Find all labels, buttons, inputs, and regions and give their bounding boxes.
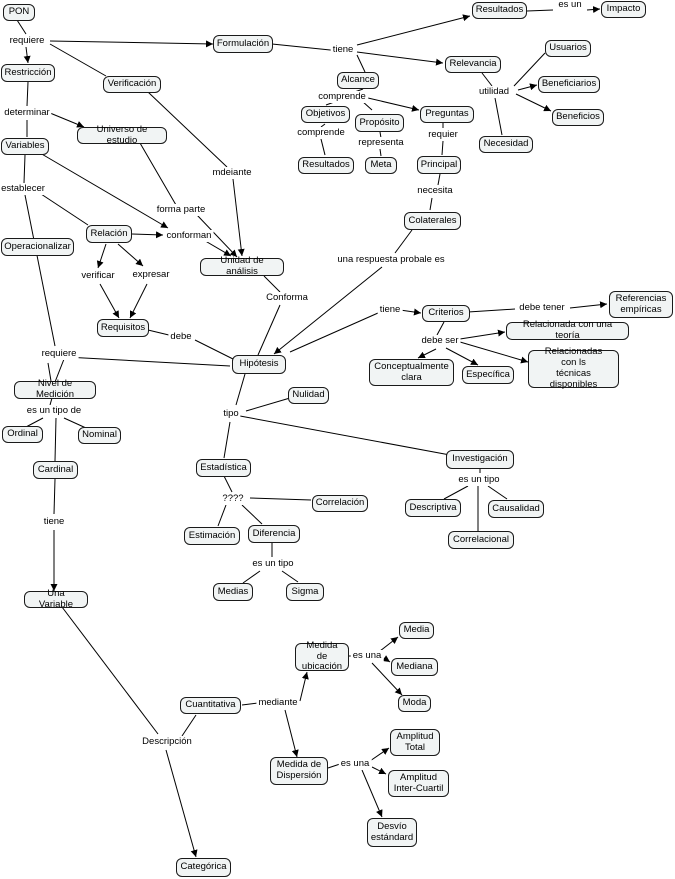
concept-relacion[interactable]: Relación: [86, 225, 132, 243]
link-es-un-tipo-1: es un tipo: [456, 474, 502, 486]
link-debe-tener: debe tener: [517, 302, 567, 314]
concept-resultados[interactable]: Resultados: [298, 157, 354, 174]
concept-necesidad[interactable]: Necesidad: [479, 136, 533, 153]
concept-descriptiva[interactable]: Descriptiva: [405, 499, 461, 517]
concept-conceptualmente[interactable]: Conceptualmente clara: [369, 359, 454, 386]
link-forma-parte: forma parte: [154, 204, 208, 216]
link-requiere-1: requiere: [7, 35, 47, 47]
link-expresar: expresar: [130, 269, 172, 281]
concept-principal[interactable]: Principal: [417, 156, 461, 174]
concept-usuarios[interactable]: Usuarios: [545, 40, 591, 57]
link-es-un-tipo-de: es un tipo de: [24, 405, 84, 417]
link-debe: debe: [168, 331, 194, 343]
concept-relevancia[interactable]: Relevancia: [445, 56, 501, 73]
link-representa: representa: [356, 137, 406, 149]
concept-formulacion[interactable]: Formulación: [213, 35, 273, 53]
link-tiene-3: tiene: [41, 516, 67, 528]
concept-estadistica[interactable]: Estadística: [196, 459, 251, 477]
concept-amplitud-ic[interactable]: Amplitud Inter-Cuartil: [388, 770, 449, 797]
concept-estimacion[interactable]: Estimación: [184, 527, 240, 545]
concept-categorica[interactable]: Categórica: [176, 858, 231, 877]
concept-sigma[interactable]: Sigma: [286, 583, 324, 601]
concept-verificacion[interactable]: Verificación: [103, 76, 161, 93]
concept-hipotesis[interactable]: Hipótesis: [232, 355, 286, 374]
concept-beneficiarios[interactable]: Beneficiarios: [538, 76, 600, 93]
link-qqqq: ????: [220, 493, 246, 505]
concept-desvio[interactable]: Desvío estándard: [367, 818, 417, 847]
link-mediante: mediante: [256, 697, 300, 709]
concept-media[interactable]: Media: [399, 622, 434, 639]
link-necesita: necesita: [415, 185, 455, 197]
concept-nominal[interactable]: Nominal: [78, 427, 121, 444]
link-determinar: determinar: [2, 107, 52, 119]
concept-impacto[interactable]: Impacto: [601, 1, 646, 18]
link-conforman: conforman: [164, 230, 214, 242]
link-establecer: establecer: [0, 183, 47, 195]
concept-meta[interactable]: Meta: [365, 157, 397, 174]
link-tiene-1: tiene: [330, 44, 356, 56]
concept-ordinal[interactable]: Ordinal: [2, 426, 43, 443]
concept-correlacion[interactable]: Correlación: [312, 495, 368, 512]
concept-colaterales[interactable]: Colaterales: [404, 212, 461, 230]
link-debe-ser: debe ser: [419, 335, 461, 347]
concept-preguntas[interactable]: Preguntas: [420, 106, 474, 123]
concept-restriccion[interactable]: Restricción: [1, 64, 55, 82]
link-descripcion: Descripción: [140, 736, 194, 748]
link-utilidad: utilidad: [476, 86, 512, 98]
concept-cuantitativa[interactable]: Cuantitativa: [180, 697, 241, 714]
concept-mediana[interactable]: Mediana: [391, 658, 438, 676]
concept-correlacional[interactable]: Correlacional: [448, 531, 514, 549]
concept-rel-teoria[interactable]: Relacionada con una teoría: [506, 319, 629, 341]
link-es-una-2: es una: [338, 758, 372, 770]
concept-investigacion[interactable]: Investigación: [446, 450, 514, 469]
concept-causalidad[interactable]: Causalidad: [488, 500, 544, 518]
concept-resultados-top[interactable]: Resultados: [472, 2, 527, 19]
concept-objetivos[interactable]: Objetivos: [301, 106, 350, 123]
concept-rel-tecnicas[interactable]: Relacionadas con ls técnicas disponibles: [528, 346, 619, 390]
link-verificar: verificar: [79, 270, 117, 282]
link-mdeiante: mdeiante: [210, 167, 254, 179]
concept-requisitos[interactable]: Requisitos: [97, 319, 149, 337]
concept-especifica[interactable]: Específica: [462, 366, 514, 384]
concept-cardinal[interactable]: Cardinal: [33, 461, 78, 479]
concept-amplitud-total[interactable]: Amplitud Total: [390, 729, 440, 756]
link-una-respuesta: una respuesta probale es: [335, 254, 447, 266]
concept-una-variable[interactable]: Una Variable: [24, 588, 88, 609]
link-comprende-1: comprende: [316, 91, 368, 103]
concept-unidad[interactable]: Unidad de análisis: [200, 255, 284, 277]
concept-beneficios[interactable]: Beneficios: [552, 109, 604, 126]
link-es-un-1: es un: [556, 0, 584, 11]
link-es-una-1: es una: [350, 650, 384, 662]
concept-medida-ubicacion[interactable]: Medida de ubicación: [295, 640, 349, 672]
link-requier: requier: [426, 129, 460, 141]
concept-medida-dispersion[interactable]: Medida de Dispersión: [270, 757, 328, 785]
concept-criterios[interactable]: Criterios: [422, 305, 470, 322]
concept-medias[interactable]: Medias: [213, 583, 253, 601]
link-tipo: tipo: [221, 408, 241, 420]
concept-nivel[interactable]: Nivel de Medición: [14, 378, 96, 400]
concept-variables[interactable]: Variables: [1, 138, 49, 155]
concept-alcance[interactable]: Alcance: [337, 72, 379, 89]
link-conforma: Conforma: [264, 292, 310, 304]
link-requiere-2: requiere: [39, 348, 79, 360]
link-tiene-2: tiene: [377, 304, 403, 316]
concept-proposito[interactable]: Propósito: [355, 114, 404, 132]
link-comprende-2: comprende: [295, 127, 347, 139]
concept-diferencia[interactable]: Diferencia: [248, 525, 300, 543]
concept-referencias[interactable]: Referencias empíricas: [609, 291, 673, 318]
concept-pon[interactable]: PON: [3, 4, 35, 21]
concept-nulidad[interactable]: Nulidad: [288, 387, 329, 404]
concept-operacionalizar[interactable]: Operacionalizar: [1, 238, 74, 256]
concept-universo[interactable]: Universo de estudio: [77, 124, 167, 145]
link-es-un-tipo-2: es un tipo: [250, 558, 296, 570]
concept-moda[interactable]: Moda: [398, 695, 431, 712]
